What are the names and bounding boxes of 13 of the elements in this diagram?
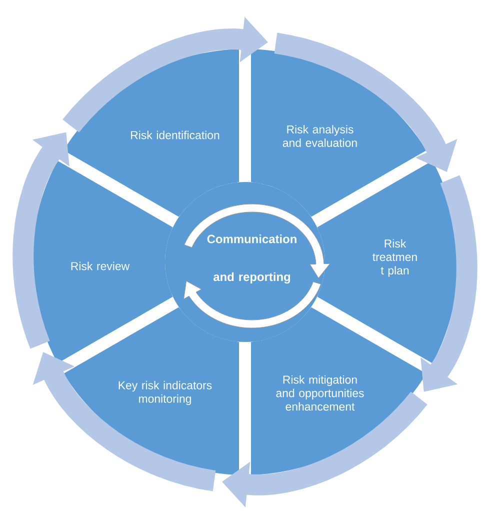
node-label: Risk review (71, 262, 130, 270)
sector: Risk treatmen t plan (317, 160, 458, 364)
node-label: Risk identification (131, 130, 220, 140)
sector: Risk identification (64, 49, 239, 217)
node-label: Risk mitigation and opportunities enhancement (276, 375, 364, 411)
hub-label: Communication and reporting (207, 234, 296, 284)
node-label: Risk analysis and evaluation (282, 125, 357, 147)
node-label: Key risk indicators monitoring (118, 380, 212, 406)
node-label: Risk treatmen t plan (372, 239, 417, 277)
sector: Risk analysis and evaluation (251, 49, 426, 217)
sector: Risk mitigation and opportunities enhancement (251, 307, 426, 475)
sector: Risk review (32, 160, 173, 364)
sector: Key risk indicators monitoring (64, 307, 239, 475)
